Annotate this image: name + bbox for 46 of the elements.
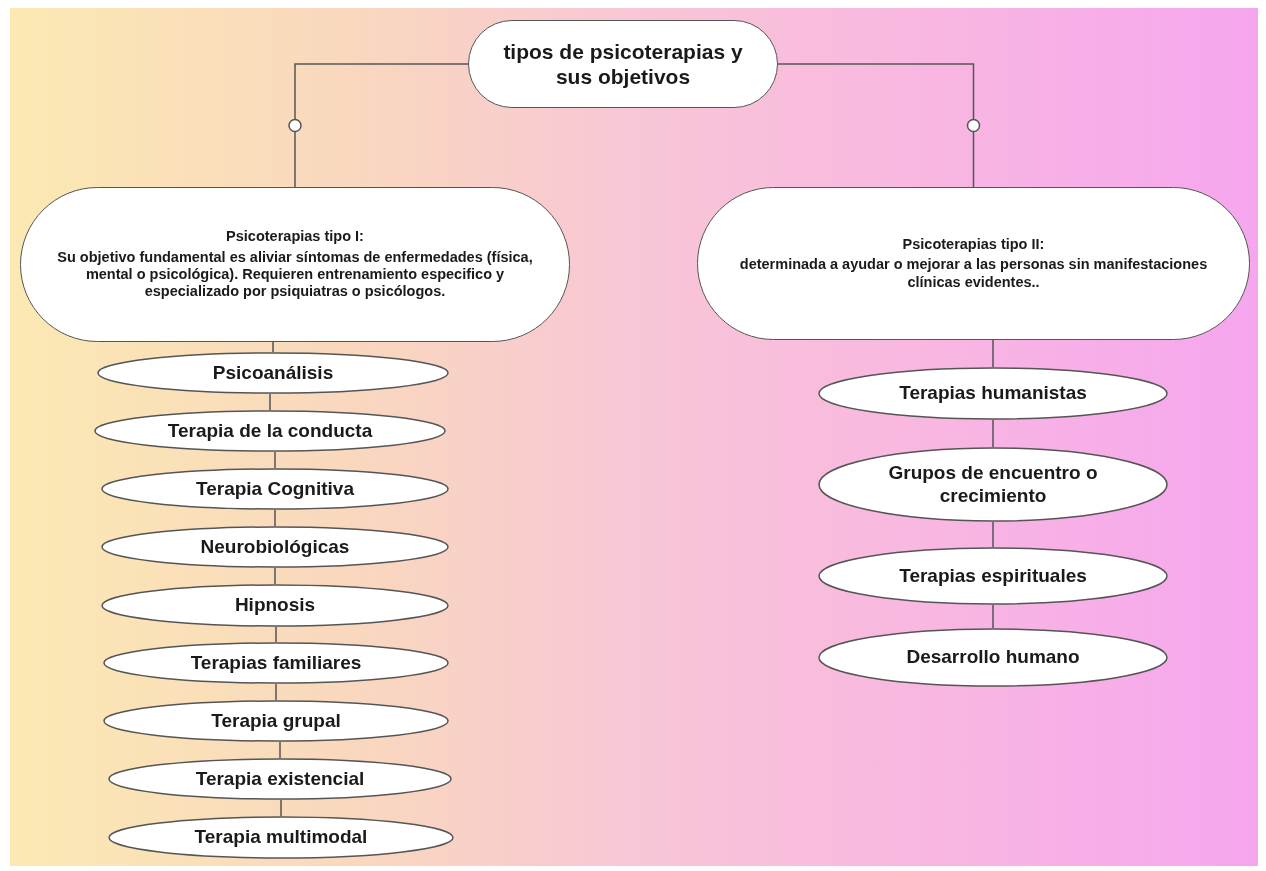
node-heading: Psicoterapias tipo I: xyxy=(226,228,364,247)
connector-line xyxy=(272,341,274,353)
node-label: Terapia existencial xyxy=(195,767,365,791)
ellipse-node xyxy=(103,700,449,742)
node-label: Terapia grupal xyxy=(211,709,341,733)
ellipse-node xyxy=(108,816,454,859)
connector-line xyxy=(294,63,469,188)
node-label: Terapia de la conducta xyxy=(167,419,373,443)
node-label: Terapias espirituales xyxy=(899,564,1087,588)
connector-line xyxy=(279,741,281,759)
node-label: Hipnosis xyxy=(234,594,316,617)
ellipse-node xyxy=(101,468,449,510)
connector-line xyxy=(992,419,994,448)
ellipse-node xyxy=(101,584,449,627)
connector-line xyxy=(274,451,276,469)
connector-line xyxy=(274,509,276,527)
connector-line xyxy=(280,799,282,817)
connector-line xyxy=(275,626,277,643)
ellipse-node xyxy=(94,410,446,452)
connector-line xyxy=(992,604,994,629)
node-label: Desarrollo humano xyxy=(906,646,1080,669)
node-label: Grupos de encuentro o crecimiento xyxy=(887,461,1099,508)
node-description: Su objetivo fundamental es aliviar síntomas de enfermedades (física, mental o psicológica). Requieren entrenamiento especifico y especializado por psiquiatras o psicólogos. xyxy=(56,248,534,301)
connector-line xyxy=(777,63,975,188)
connector-line xyxy=(992,339,994,368)
ellipse-node xyxy=(818,367,1168,420)
ellipse-node xyxy=(101,526,449,568)
connector-line xyxy=(274,567,276,585)
node-label: Terapia multimodal xyxy=(194,826,368,849)
ellipse-node xyxy=(97,352,449,394)
node-label: Terapias familiares xyxy=(190,651,362,675)
ellipse-node xyxy=(103,642,449,684)
node-label: Terapias humanistas xyxy=(899,382,1087,405)
node-description: determinada a ayudar o mejorar a las personas sin manifestaciones clínicas evidentes.. xyxy=(738,256,1209,292)
node-label: Psicoanálisis xyxy=(212,361,334,385)
node-label: tipos de psicoterapias y sus objetivos xyxy=(502,38,744,90)
ellipse-node xyxy=(818,447,1168,522)
node-heading: Psicoterapias tipo II: xyxy=(902,235,1045,254)
connector-line xyxy=(992,521,994,548)
node-label: Neurobiológicas xyxy=(200,535,350,559)
ellipse-node xyxy=(818,547,1168,605)
ellipse-node xyxy=(108,758,452,800)
connector-line xyxy=(269,393,271,411)
node-label: Terapia Cognitiva xyxy=(196,477,354,501)
connector-line xyxy=(275,683,277,701)
ellipse-node xyxy=(818,628,1168,687)
